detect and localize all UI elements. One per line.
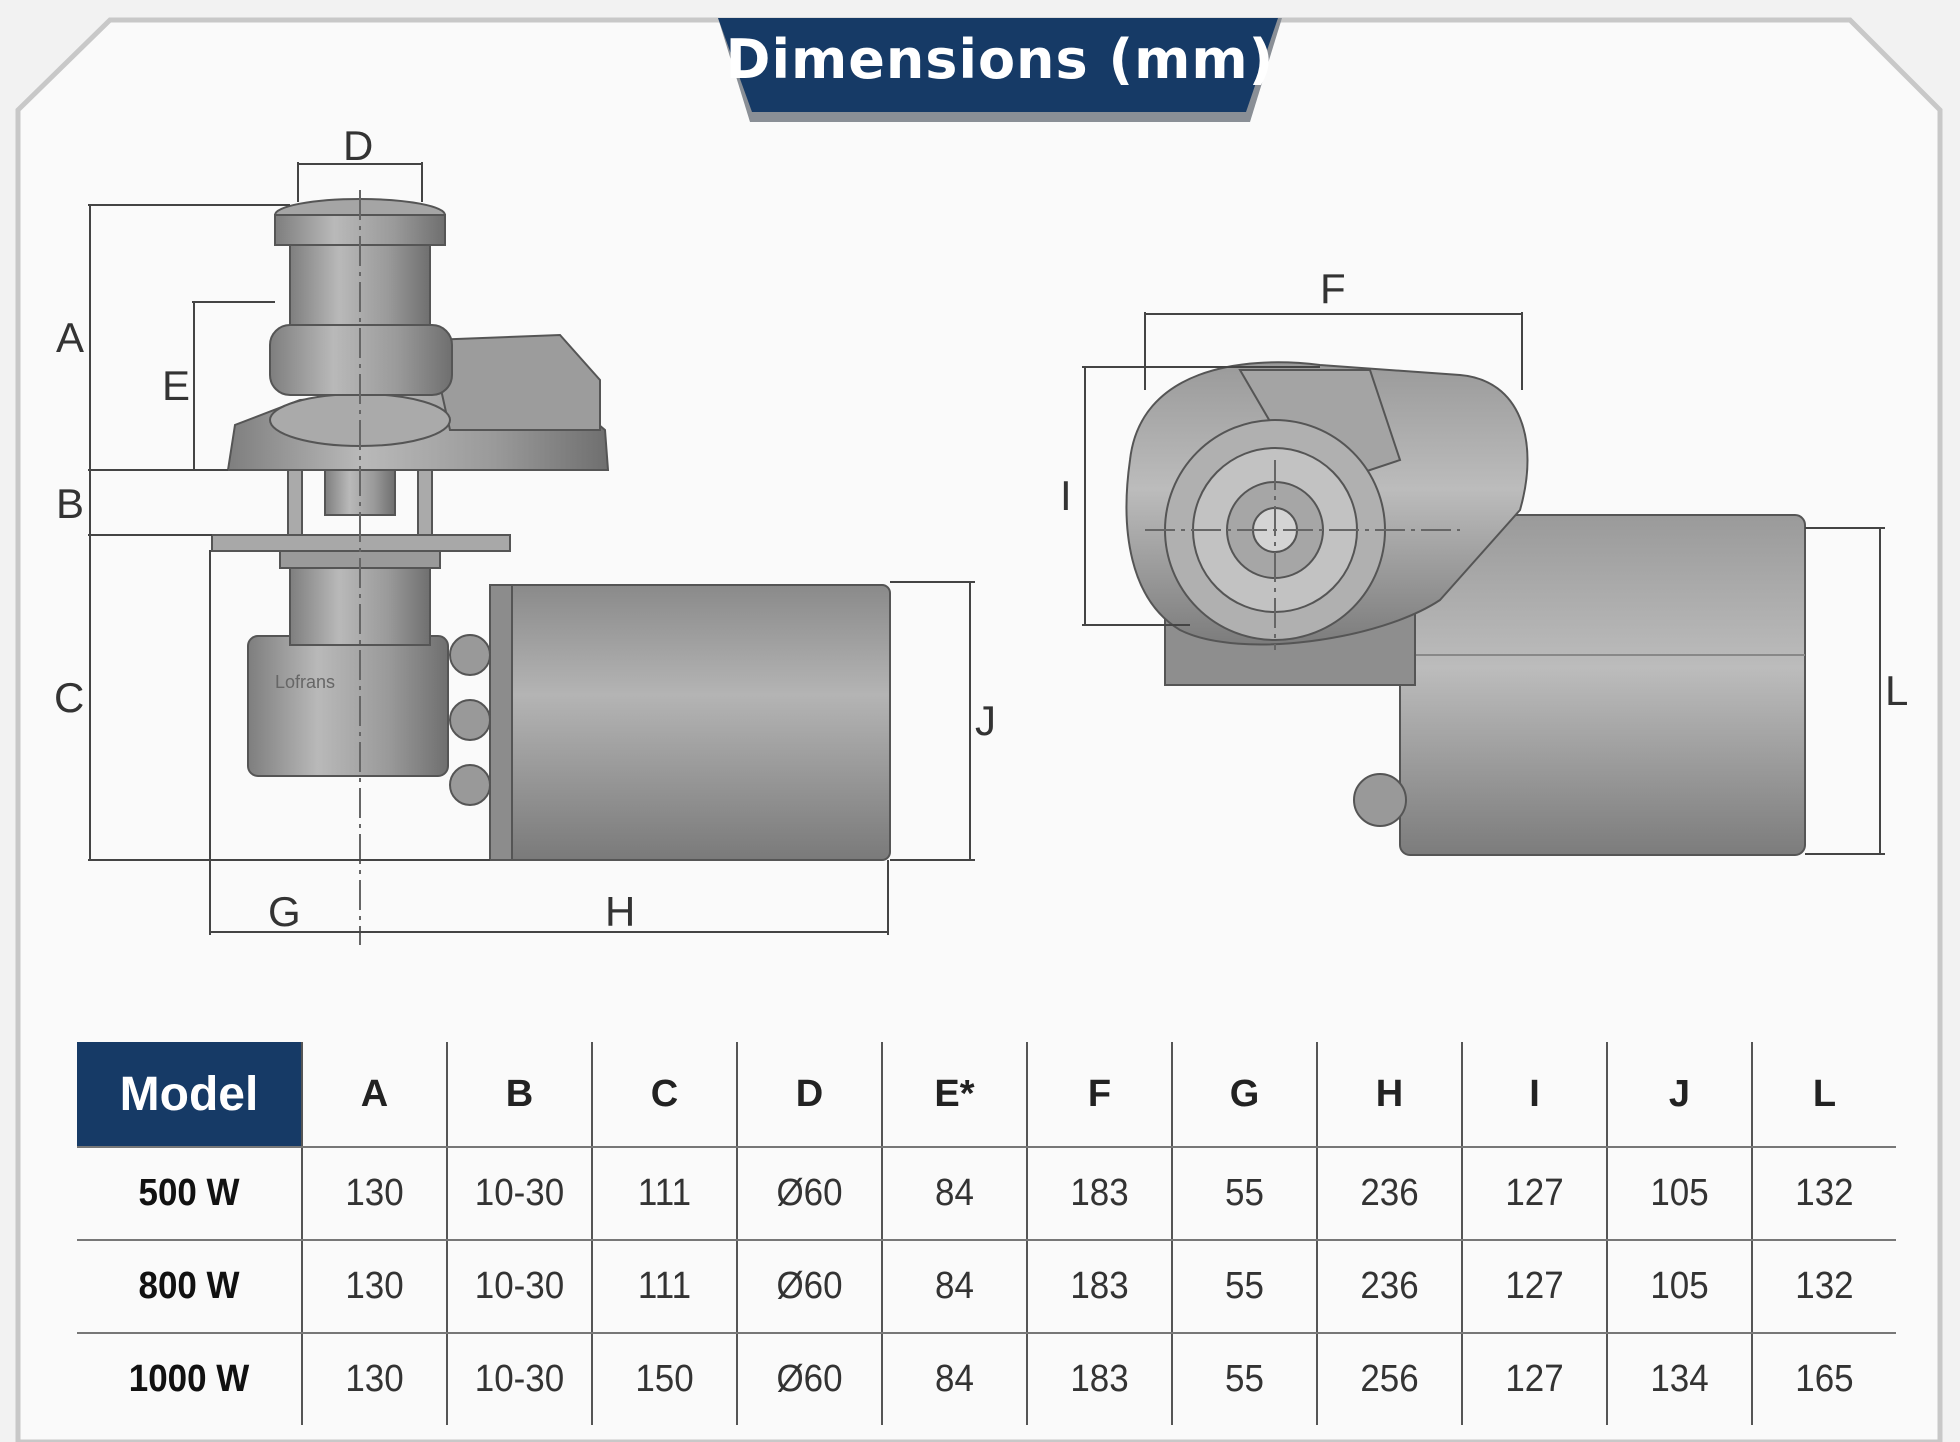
dimension-lines (88, 162, 975, 935)
dimensions-table: Model A B C D E* F G H I J L 500 W 130 1… (77, 1042, 1896, 1425)
column-header-g: G (1171, 1042, 1317, 1148)
table-cell: 10-30 (451, 1147, 587, 1241)
dim-label-a: A (56, 314, 84, 361)
model-name-cell: 500 W (86, 1147, 293, 1241)
dim-label-h: H (605, 888, 635, 935)
table-row: 1000 W 130 10-30 150 Ø60 84 183 55 256 1… (77, 1333, 1896, 1425)
table-header-row: Model A B C D E* F G H I J L (77, 1042, 1896, 1148)
table-cell: 236 (1321, 1240, 1457, 1334)
column-header-f: F (1026, 1042, 1172, 1148)
table-cell: 127 (1466, 1240, 1602, 1334)
table-cell: 111 (596, 1240, 732, 1334)
table-cell: Ø60 (741, 1147, 877, 1241)
model-name-cell: 1000 W (128, 1358, 250, 1400)
table-row: 800 W 130 10-30 111 Ø60 84 183 55 236 12… (77, 1240, 1896, 1334)
column-header-c: C (591, 1042, 737, 1148)
front-view-drawing: Lofrans (54, 130, 996, 945)
table-cell: 105 (1611, 1147, 1747, 1241)
dim-label-d: D (343, 130, 373, 169)
table-cell: 132 (1756, 1147, 1891, 1241)
dim-label-j: J (975, 697, 996, 744)
table-cell: 84 (886, 1240, 1022, 1334)
table-cell: 150 (596, 1333, 732, 1425)
table-cell: 105 (1611, 1240, 1747, 1334)
table-cell: 10-30 (451, 1240, 587, 1334)
table-cell: 55 (1176, 1333, 1312, 1425)
table-cell: 10-30 (451, 1333, 587, 1425)
column-header-a: A (301, 1042, 447, 1148)
table-cell: 132 (1756, 1240, 1891, 1334)
column-header-d: D (736, 1042, 882, 1148)
dimension-labels: D A E B C J G H (54, 130, 996, 935)
table-cell: 134 (1611, 1333, 1747, 1425)
column-header-h: H (1316, 1042, 1462, 1148)
column-header-l: L (1751, 1042, 1896, 1148)
table-cell: 127 (1466, 1147, 1602, 1241)
table-cell: 84 (886, 1147, 1022, 1241)
table-cell: 127 (1466, 1333, 1602, 1425)
column-header-b: B (446, 1042, 592, 1148)
dim-label-e: E (162, 362, 190, 409)
dim-label-g: G (268, 888, 301, 935)
windlass-front-body: Lofrans (211, 198, 891, 861)
table-cell: 130 (306, 1240, 442, 1334)
side-view-drawing: F I L (1060, 265, 1908, 856)
table-cell: 130 (306, 1147, 442, 1241)
column-header-e: E* (881, 1042, 1027, 1148)
table-row: 500 W 130 10-30 111 Ø60 84 183 55 236 12… (77, 1147, 1896, 1241)
page-title: Dimensions (mm) (725, 28, 1275, 91)
table-cell: 84 (886, 1333, 1022, 1425)
table-cell: 165 (1756, 1333, 1891, 1425)
table-cell: 256 (1321, 1333, 1457, 1425)
windlass-side-body (1125, 361, 1806, 856)
dim-label-f: F (1320, 265, 1346, 312)
side-dimension-lines (1082, 312, 1885, 855)
column-header-j: J (1606, 1042, 1752, 1148)
table-cell: 55 (1176, 1147, 1312, 1241)
side-dimension-labels: F I L (1060, 265, 1908, 714)
table-cell: Ø60 (741, 1333, 877, 1425)
table-cell: 183 (1031, 1147, 1167, 1241)
dim-label-i: I (1060, 472, 1072, 519)
table-cell: Ø60 (741, 1240, 877, 1334)
dim-label-l: L (1885, 667, 1908, 714)
model-name-cell: 800 W (86, 1240, 293, 1334)
table-cell: 183 (1031, 1333, 1167, 1425)
dim-label-c: C (54, 674, 84, 721)
table-cell: 111 (596, 1147, 732, 1241)
brand-logo: Lofrans (275, 672, 335, 692)
dim-label-b: B (56, 480, 84, 527)
column-header-i: I (1461, 1042, 1607, 1148)
table-cell: 55 (1176, 1240, 1312, 1334)
column-header-model: Model (77, 1042, 302, 1148)
table-cell: 130 (306, 1333, 442, 1425)
table-cell: 183 (1031, 1240, 1167, 1334)
table-cell: 236 (1321, 1147, 1457, 1241)
